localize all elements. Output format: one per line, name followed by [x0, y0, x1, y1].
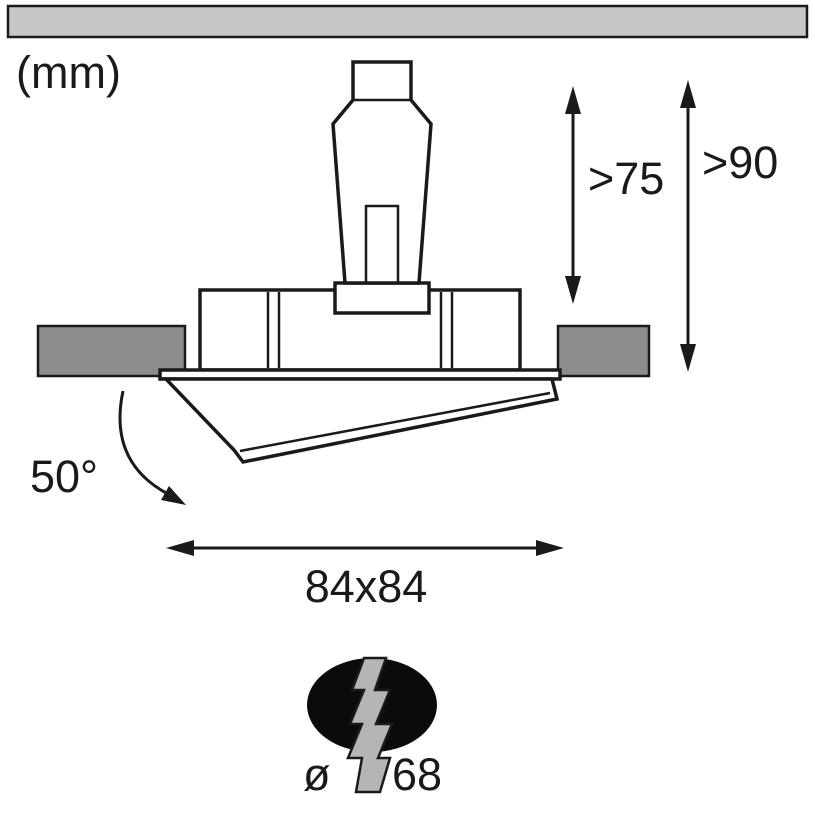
- cutout-diameter-value: 68: [392, 749, 442, 800]
- unit-label: (mm): [16, 47, 121, 98]
- ceiling-bar: [6, 4, 809, 39]
- mains-connector: [331, 60, 433, 315]
- arrow-down-icon: [680, 344, 696, 372]
- ceiling-block-left: [36, 324, 187, 378]
- arrow-left-icon: [166, 540, 194, 556]
- width-dimension: 84x84: [166, 540, 564, 612]
- width-label: 84x84: [305, 561, 428, 612]
- arrow-down-icon: [565, 276, 581, 304]
- total-depth-dimension: >90: [680, 80, 778, 372]
- arrow-right-icon: [536, 540, 564, 556]
- total-depth-label: >90: [702, 137, 778, 188]
- lightning-bolt-icon: [346, 656, 394, 794]
- tilt-angle-label: 50°: [30, 451, 98, 502]
- connector-collar: [333, 281, 431, 315]
- tilt-arc: [118, 390, 169, 496]
- cable-gland: [364, 204, 400, 285]
- depth-dimension: >75: [565, 86, 664, 304]
- lamp-face-line: [239, 391, 551, 453]
- depth-label: >75: [588, 153, 664, 204]
- connector-body: [331, 60, 433, 285]
- lamp-face: [161, 377, 560, 464]
- ceiling-block-right: [556, 324, 651, 378]
- cutout-diameter-symbol: ø: [303, 749, 331, 800]
- tilted-lamp: [161, 377, 560, 464]
- arrow-up-icon: [565, 86, 581, 114]
- tilt-angle-indicator: 50°: [30, 390, 186, 505]
- cutout-indicator: ø 68: [303, 656, 442, 800]
- arrow-up-icon: [680, 80, 696, 108]
- tilt-arrowhead-icon: [161, 486, 186, 505]
